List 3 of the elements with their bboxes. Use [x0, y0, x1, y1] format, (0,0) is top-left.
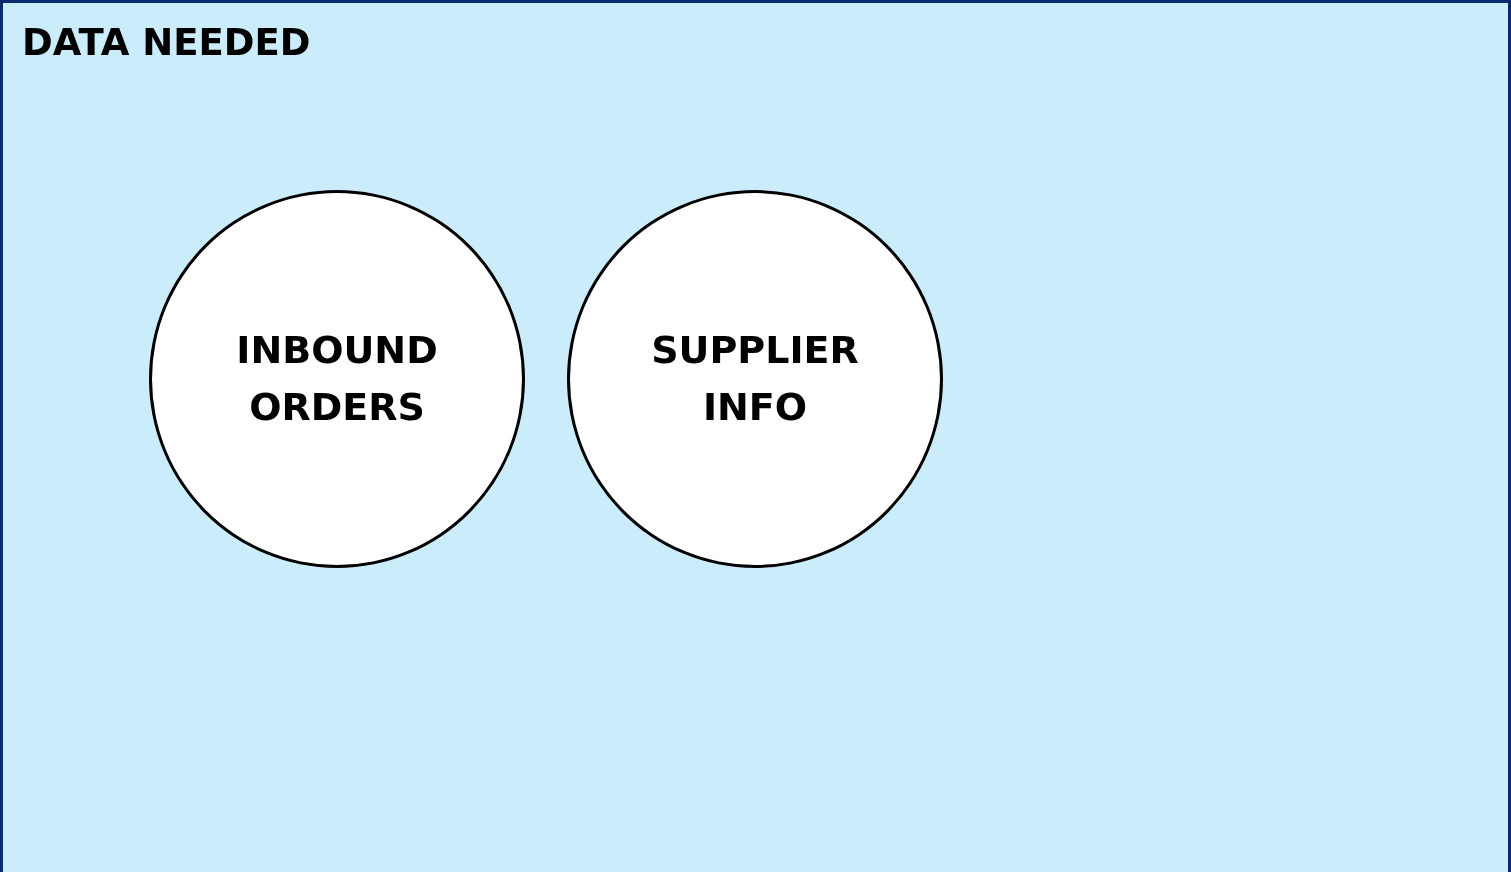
- node-label: SUPPLIER INFO: [650, 327, 860, 431]
- panel-heading: DATA NEEDED: [22, 21, 311, 64]
- node-label: INBOUND ORDERS: [235, 327, 439, 431]
